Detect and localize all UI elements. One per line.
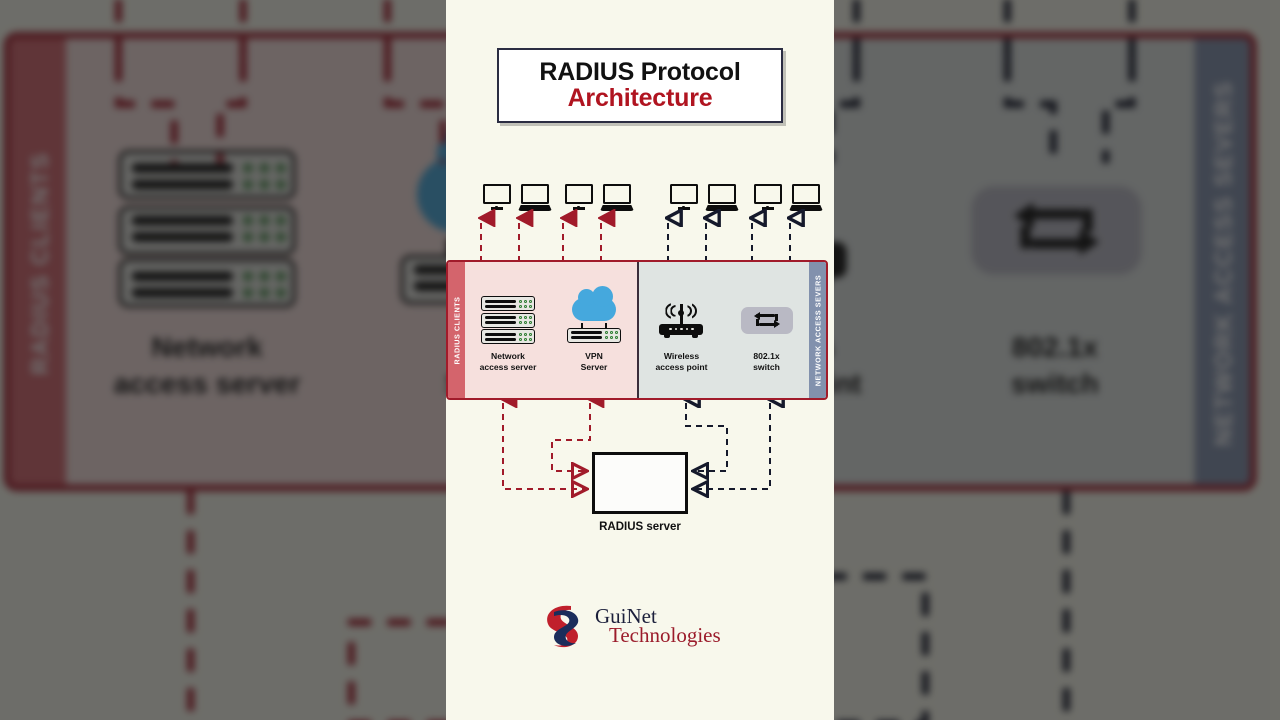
- radius-server-label: RADIUS server: [599, 521, 681, 533]
- device-screen: [754, 184, 782, 204]
- client-laptop-3: [705, 184, 739, 214]
- radius-clients-tab-label: RADIUS CLIENTS: [452, 296, 461, 364]
- client-laptop-4: [789, 184, 823, 214]
- device-indicator-dot: [766, 205, 769, 208]
- device-screen: [708, 184, 736, 204]
- brand-logo: GuiNet Technologies: [540, 602, 721, 650]
- client-desktop-3: [668, 184, 700, 214]
- wireless-router-icon: [659, 294, 704, 346]
- device-indicator-dot: [577, 205, 580, 208]
- node-label-dot1x-switch: 802.1x switch: [753, 351, 780, 372]
- device-screen: [565, 184, 593, 204]
- node-label-vpn-server: VPN Server: [580, 351, 608, 372]
- laptop-base: [705, 205, 739, 211]
- monitor-stand: [678, 207, 690, 210]
- brand-logo-text: GuiNet Technologies: [595, 603, 721, 647]
- client-desktop-2: [563, 184, 595, 214]
- pane-radius-clients: Network access server VPN Serv: [465, 262, 639, 398]
- radius-server-box[interactable]: [592, 452, 688, 514]
- device-indicator-dot: [682, 205, 685, 208]
- server-stack-icon: [481, 294, 535, 346]
- node-wireless-access-point[interactable]: Wireless access point: [639, 262, 724, 398]
- device-screen: [521, 184, 549, 204]
- monitor-stand: [762, 207, 774, 210]
- laptop-base: [600, 205, 634, 211]
- pane-network-access-servers: Wireless access point 802.1x s: [638, 262, 809, 398]
- node-vpn-server[interactable]: VPN Server: [551, 262, 637, 398]
- switch-loop-icon: [740, 294, 793, 346]
- main-panel: RADIUS CLIENTS Network access server: [446, 260, 828, 400]
- radius-clients-tab[interactable]: RADIUS CLIENTS: [448, 262, 465, 398]
- page-title-line1: RADIUS Protocol: [539, 57, 741, 86]
- guinet-s-mark-icon: [547, 605, 579, 648]
- laptop-base: [789, 205, 823, 211]
- brand-name-line1: GuiNet: [595, 603, 657, 628]
- client-device-row: [465, 182, 823, 214]
- brand-name-line2: Technologies: [609, 623, 721, 647]
- network-access-servers-tab-label: NETWORK ACCESS SEVERS: [813, 274, 822, 386]
- network-access-servers-tab[interactable]: NETWORK ACCESS SEVERS: [809, 262, 826, 398]
- node-label-network-access-server: Network access server: [479, 351, 537, 372]
- device-screen: [603, 184, 631, 204]
- client-laptop-1: [518, 184, 552, 214]
- device-screen: [792, 184, 820, 204]
- client-laptop-2: [600, 184, 634, 214]
- page-title-line2: Architecture: [567, 83, 713, 112]
- device-screen: [670, 184, 698, 204]
- cloud-server-icon: [567, 285, 621, 346]
- device-indicator-dot: [495, 205, 498, 208]
- monitor-stand: [491, 207, 503, 210]
- monitor-stand: [573, 207, 585, 210]
- laptop-base: [518, 205, 552, 211]
- node-label-wireless-access-point: Wireless access point: [655, 351, 708, 372]
- page-title: RADIUS Protocol Architecture: [497, 48, 783, 123]
- client-desktop-4: [752, 184, 784, 214]
- client-desktop-1: [481, 184, 513, 214]
- node-dot1x-switch[interactable]: 802.1x switch: [724, 262, 809, 398]
- device-screen: [483, 184, 511, 204]
- node-network-access-server[interactable]: Network access server: [465, 262, 551, 398]
- cloud-icon: [572, 285, 616, 321]
